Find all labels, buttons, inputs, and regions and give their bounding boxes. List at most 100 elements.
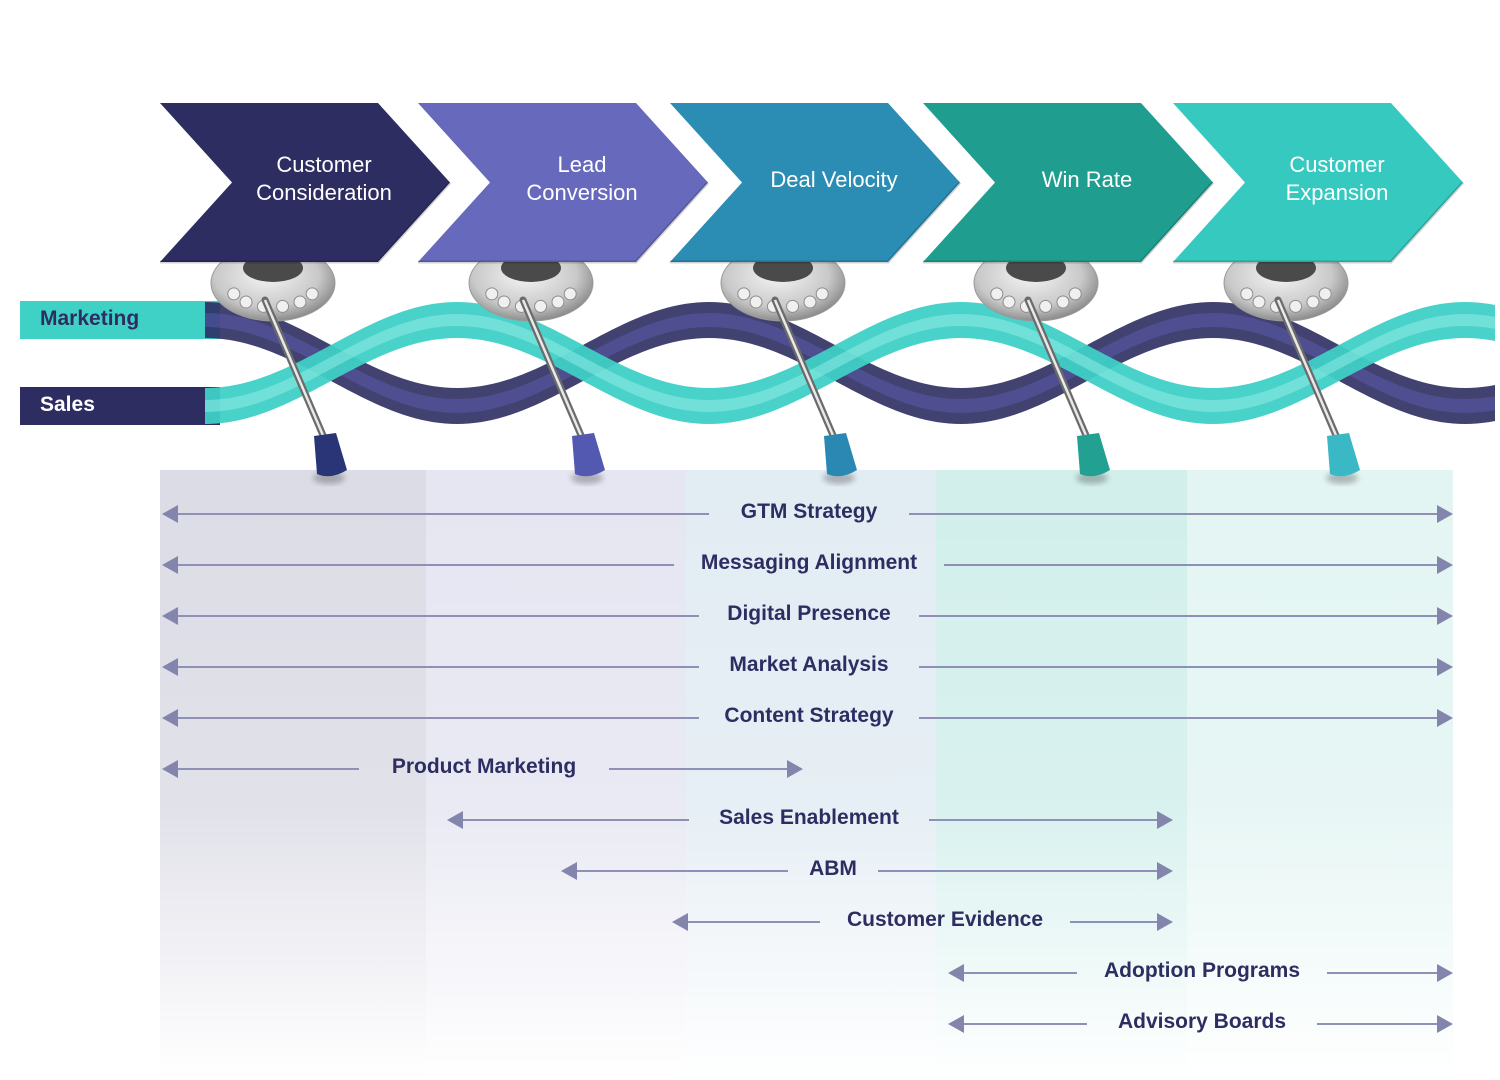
arrow-head-right — [787, 760, 803, 778]
lever-bolt — [305, 287, 319, 301]
chevron-edge — [670, 181, 962, 264]
arrow-head-left — [162, 760, 178, 778]
activity-label-1: GTM Strategy — [740, 500, 878, 523]
sales-band-label: Sales — [40, 393, 95, 416]
arrow-head-right — [1157, 913, 1173, 931]
sales-band-start — [20, 387, 220, 425]
activity-arrow-4 — [162, 658, 1453, 676]
activity-arrow-8 — [561, 862, 1173, 880]
lever-bolt — [749, 295, 763, 309]
lever-bolt — [990, 287, 1004, 301]
chevron-shape — [923, 103, 1213, 262]
activity-arrow-10 — [948, 964, 1453, 982]
marketing-helix — [205, 302, 1495, 424]
activity-arrow-9 — [672, 913, 1173, 931]
lever-bolt — [276, 299, 290, 313]
arrow-head-right — [1437, 607, 1453, 625]
activity-label-3: Digital Presence — [727, 602, 891, 625]
arrow-head-right — [1437, 658, 1453, 676]
activity-arrow-5 — [162, 709, 1453, 727]
stage-chevron-4 — [923, 103, 1215, 264]
lever-bolt — [1068, 287, 1082, 301]
chevron-shape — [160, 103, 450, 262]
lever-bolt — [293, 295, 307, 309]
lever-bolt — [803, 295, 817, 309]
arrow-head-left — [162, 607, 178, 625]
activity-label-8: ABM — [809, 857, 857, 880]
arrow-head-left — [162, 505, 178, 523]
stage-chevron-5 — [1173, 103, 1465, 264]
chevron-edge — [160, 181, 452, 264]
activity-label-4: Market Analysis — [729, 653, 889, 676]
stage-levers — [210, 244, 1360, 484]
activity-arrow-3 — [162, 607, 1453, 625]
lever-knob — [572, 433, 605, 477]
lever-bolt — [1306, 295, 1320, 309]
lever-bolt — [786, 299, 800, 313]
stage-chevron-1 — [160, 103, 452, 264]
lever-bolt — [737, 287, 751, 301]
lever-bolt — [815, 287, 829, 301]
activity-arrow-2 — [162, 556, 1453, 574]
stage-chevron-2 — [418, 103, 710, 264]
arrow-head-left — [561, 862, 577, 880]
lever-rod-shine — [1276, 299, 1340, 441]
stage-chevrons — [160, 103, 1465, 264]
activity-label-6: Product Marketing — [391, 755, 577, 778]
lever-rod-shine — [263, 299, 327, 441]
lever-bolt — [239, 295, 253, 309]
activity-label-2: Messaging Alignment — [700, 551, 918, 574]
arrow-head-left — [162, 709, 178, 727]
arrow-head-left — [162, 658, 178, 676]
arrow-head-right — [1437, 964, 1453, 982]
arrow-head-left — [672, 913, 688, 931]
marketing-helix-highlight — [205, 314, 1495, 412]
lever-bolt — [227, 287, 241, 301]
stage-chevron-3 — [670, 103, 962, 264]
lever-bolt — [534, 299, 548, 313]
arrow-head-right — [1437, 1015, 1453, 1033]
lever-rod-shine — [521, 299, 585, 441]
activity-arrows — [162, 505, 1453, 1033]
arrow-head-right — [1437, 505, 1453, 523]
arrow-head-right — [1437, 709, 1453, 727]
chevron-edge — [1173, 181, 1465, 264]
arrow-head-right — [1157, 811, 1173, 829]
chevron-shape — [670, 103, 960, 262]
lever-bolt — [551, 295, 565, 309]
activity-label-11: Advisory Boards — [1117, 1010, 1287, 1033]
activity-arrow-6 — [162, 760, 803, 778]
arrow-head-right — [1157, 862, 1173, 880]
sales-helix-highlight — [205, 313, 1495, 413]
lever-knob — [314, 433, 347, 477]
chevron-shape — [1173, 103, 1463, 262]
arrow-head-left — [447, 811, 463, 829]
lever-bolt — [1240, 287, 1254, 301]
activity-arrow-1 — [162, 505, 1453, 523]
chevron-shape — [418, 103, 708, 262]
lever-bolt — [1002, 295, 1016, 309]
marketing-band-label: Marketing — [40, 307, 140, 330]
marketing-band-start — [20, 301, 220, 339]
lever-bolt — [497, 295, 511, 309]
lever-knob — [824, 433, 857, 477]
lever-bolt — [563, 287, 577, 301]
chevron-edge — [923, 181, 1215, 264]
stage-lever-4 — [973, 244, 1110, 484]
lever-bolt — [485, 287, 499, 301]
chevron-edge — [418, 181, 710, 264]
lever-knob — [1077, 433, 1110, 477]
arrow-head-left — [948, 1015, 964, 1033]
helix-bands — [20, 301, 1495, 425]
lever-bolt — [1289, 299, 1303, 313]
lever-bolt — [1252, 295, 1266, 309]
lever-bolt — [1318, 287, 1332, 301]
activity-arrow-7 — [447, 811, 1173, 829]
lever-rod-shine — [773, 299, 837, 441]
lever-rod-shine — [1026, 299, 1090, 441]
arrow-head-right — [1437, 556, 1453, 574]
stage-lever-3 — [720, 244, 857, 484]
activity-label-7: Sales Enablement — [719, 806, 899, 829]
